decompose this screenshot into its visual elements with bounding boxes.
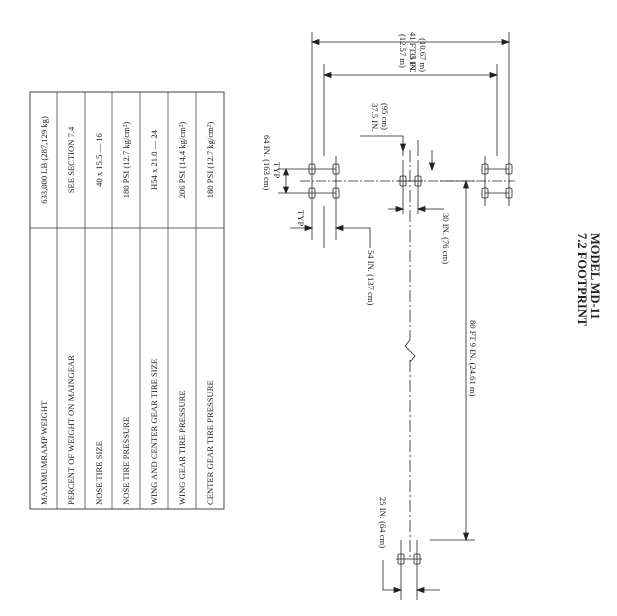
table-row-value: 180 PSI (12.7 kg/cm²) — [205, 122, 215, 199]
title-line-2: MODEL MD-11 — [588, 233, 602, 319]
nose-gear — [396, 540, 422, 582]
tire-icon — [413, 553, 421, 565]
table-row-label: PERCENT OF WEIGHT ON MAINGEAR — [66, 355, 76, 505]
left-wing-gear — [308, 156, 340, 206]
arrowhead — [282, 167, 290, 195]
tire-icon — [505, 163, 513, 175]
arrowhead — [310, 38, 511, 46]
nose-track-label: 25 IN. (64 cm) — [378, 497, 388, 548]
arrowhead — [322, 71, 499, 79]
arrowhead — [395, 205, 426, 213]
tire-icon — [481, 163, 489, 175]
tire-icon — [399, 175, 407, 187]
leader-line — [360, 135, 404, 156]
table-row-value: 40 x 15.5 — 16 — [94, 132, 104, 186]
tire-icon — [332, 163, 340, 175]
table-row-value: 180 PSI (12.7 kg/cm²) — [121, 122, 131, 199]
table-row-label: WING GEAR TIRE PRESSURE — [177, 390, 187, 505]
table-row-value: 633,000 LB (287,129 kg) — [39, 116, 49, 204]
table-row-value: H54 x 21.0 — 24 — [149, 129, 159, 190]
typ-label: TYP — [272, 162, 282, 178]
table-row-value: SEE SECTION 7.4 — [66, 126, 76, 193]
center-gear — [398, 160, 423, 200]
title-line-1: 7.2 FOOTPRINT — [575, 233, 589, 327]
main-track-metric: (10.67 m) — [418, 38, 428, 72]
right-wing-gear — [481, 156, 513, 206]
arrowhead — [304, 224, 344, 232]
overall-track-label: 41 FT 3 IN. — [408, 32, 418, 72]
dimension-labels: 41 FT 3 IN. (12.57 m) 35 FT (10.67 m) 37… — [262, 32, 478, 548]
nose-to-main-label: 80 FT 9 IN. (24.61 m) — [468, 320, 478, 397]
arrowhead — [428, 162, 436, 172]
bogie-track-label: 54 IN. (137 cm) — [366, 250, 376, 306]
main-track-label: 35 FT — [408, 51, 418, 73]
tire-icon — [505, 187, 513, 199]
leader-line — [358, 227, 371, 248]
arrowhead — [393, 586, 425, 594]
arrowhead — [399, 143, 407, 153]
tire-icon — [397, 553, 405, 565]
spec-table: MAXIMUMRAMP WEIGHT PERCENT OF WEIGHT ON … — [29, 91, 225, 510]
table-row-value: 206 PSI (14.4 kg/cm²) — [177, 122, 187, 199]
table-row-label: WING AND CENTER GEAR TIRE SIZE — [149, 359, 159, 505]
table-row-label: NOSE TIRE SIZE — [94, 441, 104, 505]
tire-icon — [481, 187, 489, 199]
footprint-drawing — [278, 32, 515, 600]
page-title: 7.2 FOOTPRINT MODEL MD-11 — [575, 233, 602, 327]
center-track-label: 30 IN. (76 cm) — [441, 213, 451, 264]
arrowhead — [462, 179, 470, 542]
table-row-label: NOSE TIRE PRESSURE — [121, 417, 131, 505]
break-symbol — [404, 339, 416, 363]
table-border — [29, 91, 225, 510]
leader-line — [382, 560, 401, 591]
table-row-label: CENTER GEAR TIRE PRESSURE — [205, 380, 215, 505]
tire-icon — [332, 187, 340, 199]
center-gear-label: 37.5 IN. — [370, 103, 380, 131]
tire-icon — [414, 175, 422, 187]
center-gear-metric: (95 cm) — [380, 103, 390, 130]
overall-track-metric: (12.57 m) — [398, 34, 408, 68]
wheelbase-label: 64 IN. (163 cm) — [262, 135, 272, 191]
typ-label: TYP — [296, 210, 306, 226]
table-row-label: MAXIMUMRAMP WEIGHT — [39, 400, 49, 505]
